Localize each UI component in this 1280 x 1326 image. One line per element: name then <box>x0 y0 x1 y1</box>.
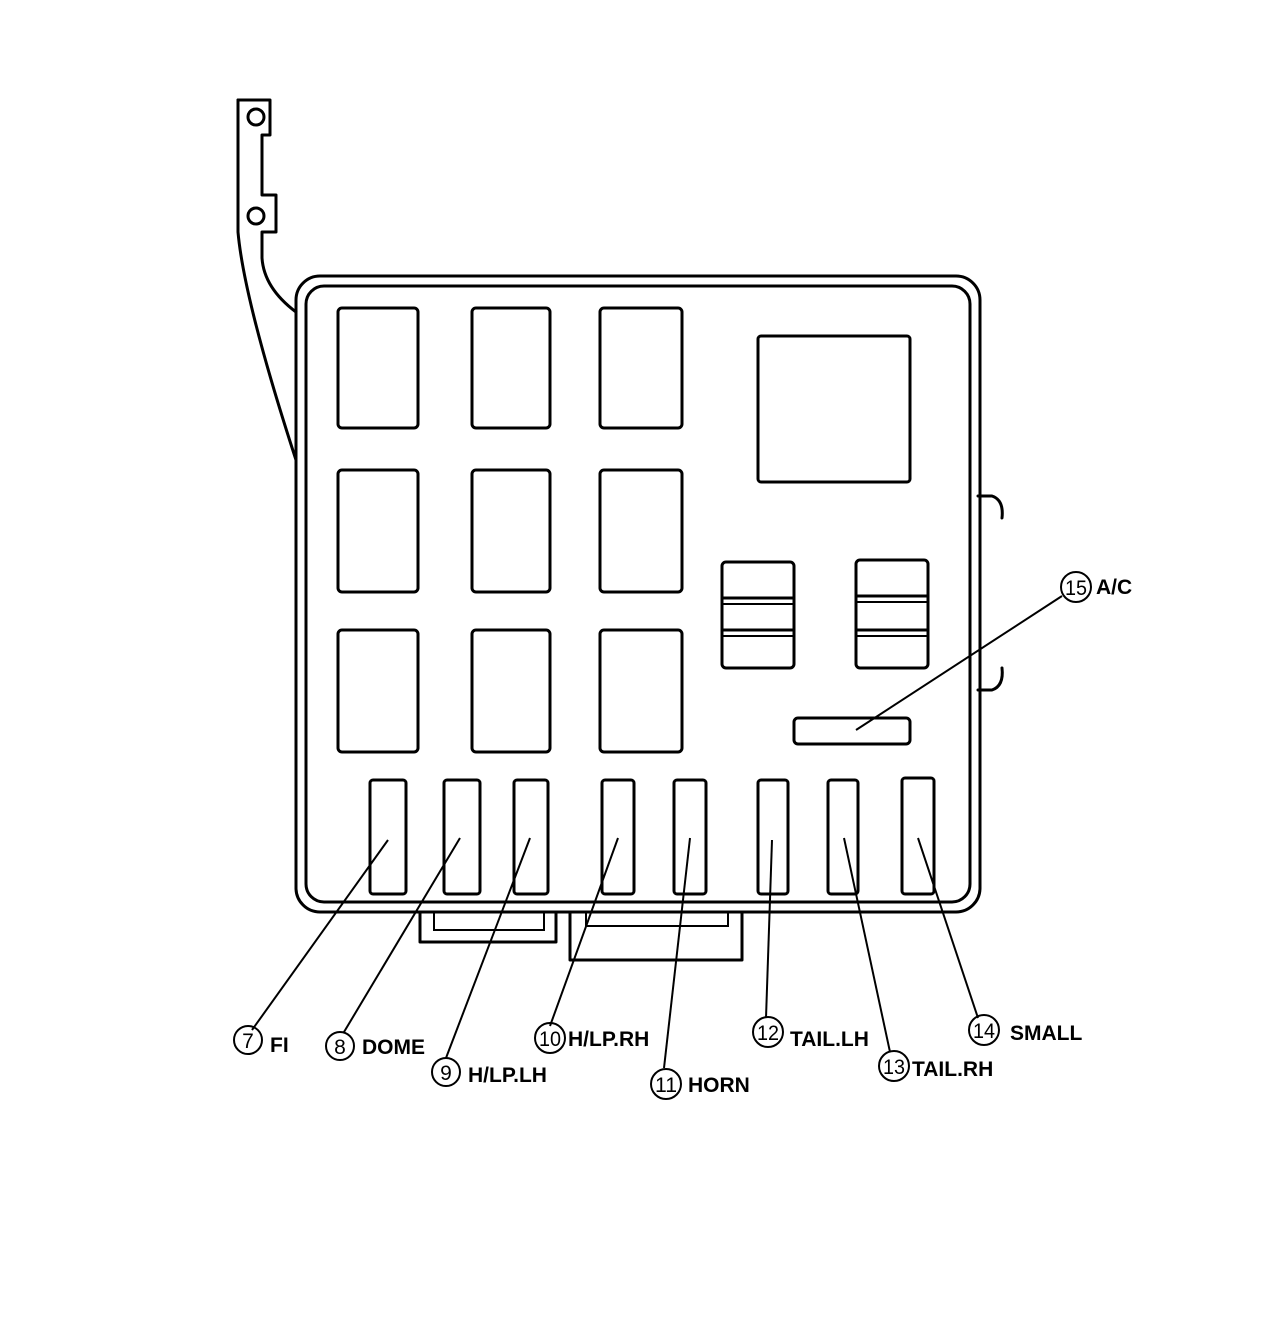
callout-13: 13 TAIL.RH <box>878 1050 993 1082</box>
bottom-connector-left <box>418 910 558 944</box>
fuse-9 <box>512 778 550 896</box>
large-relay <box>756 334 912 484</box>
callout-number: 11 <box>655 1074 677 1097</box>
callout-number-circle <box>1060 571 1092 603</box>
fuse-block-right <box>854 558 930 670</box>
fuse-11 <box>672 778 708 896</box>
relay-grid <box>336 306 912 754</box>
relay <box>470 306 552 430</box>
fuse-7 <box>368 778 408 896</box>
mounting-bracket <box>236 98 298 462</box>
callout-9: 9 H/LP.LH <box>431 1057 547 1087</box>
callout-10: 10 H/LP.RH <box>534 1022 649 1054</box>
relay <box>336 468 420 594</box>
callout-number-circle <box>431 1057 461 1087</box>
fuse-12 <box>756 778 790 896</box>
callout-number: 12 <box>757 1022 779 1045</box>
callout-number-circle <box>650 1068 682 1100</box>
callout-number-circle <box>752 1016 784 1048</box>
blade-fuse-row <box>368 776 936 896</box>
callout-number: 13 <box>883 1056 905 1079</box>
leader-lines <box>251 595 1063 1069</box>
callout-label: TAIL.RH <box>912 1058 993 1081</box>
fuse-13 <box>826 778 860 896</box>
callout-label: TAIL.LH <box>790 1028 869 1051</box>
callout-number: 10 <box>539 1028 561 1051</box>
fuse-ac <box>792 716 912 746</box>
callout-15: 15 A/C <box>1060 571 1132 603</box>
callout-label: H/LP.LH <box>468 1064 547 1087</box>
side-clip-upper <box>976 494 1004 520</box>
side-clip-lower <box>976 666 1004 692</box>
fuse-14 <box>900 776 936 896</box>
bracket-hole-bottom <box>246 206 266 226</box>
callout-number-circle <box>325 1031 355 1061</box>
fuse-block-left <box>720 560 796 670</box>
relay <box>336 306 420 430</box>
relay <box>598 628 684 754</box>
relay <box>598 468 684 594</box>
callout-label: HORN <box>688 1074 750 1097</box>
callout-number-circle <box>968 1014 1000 1046</box>
callout-8: 8 DOME <box>325 1031 425 1061</box>
callout-7: 7 FI <box>233 1025 289 1057</box>
bracket-hole-top <box>246 107 266 127</box>
callout-11: 11 HORN <box>650 1068 750 1100</box>
callout-number-circle <box>233 1025 263 1055</box>
callout-number: 9 <box>440 1062 452 1085</box>
relay <box>598 306 684 430</box>
callout-14: 14 SMALL <box>968 1014 1082 1046</box>
callout-label: A/C <box>1096 576 1132 599</box>
fuse-8 <box>442 778 482 896</box>
callout-label: SMALL <box>1010 1022 1082 1045</box>
relay <box>470 468 552 594</box>
callout-number: 8 <box>334 1036 346 1059</box>
fuse-10 <box>600 778 636 896</box>
callout-number: 14 <box>973 1020 995 1043</box>
callout-number: 7 <box>242 1030 254 1053</box>
callout-12: 12 TAIL.LH <box>752 1016 869 1051</box>
fuse-box-body <box>294 274 1004 962</box>
relay <box>336 628 420 754</box>
fuse-blocks <box>720 558 930 746</box>
callout-number-circle <box>534 1022 566 1054</box>
callout-label: H/LP.RH <box>568 1028 649 1051</box>
relay <box>470 628 552 754</box>
callout-number: 15 <box>1065 577 1087 600</box>
callout-label: FI <box>270 1034 289 1057</box>
callout-number-circle <box>878 1050 910 1082</box>
bottom-connector-right <box>568 910 744 962</box>
callout-label: DOME <box>362 1036 425 1059</box>
